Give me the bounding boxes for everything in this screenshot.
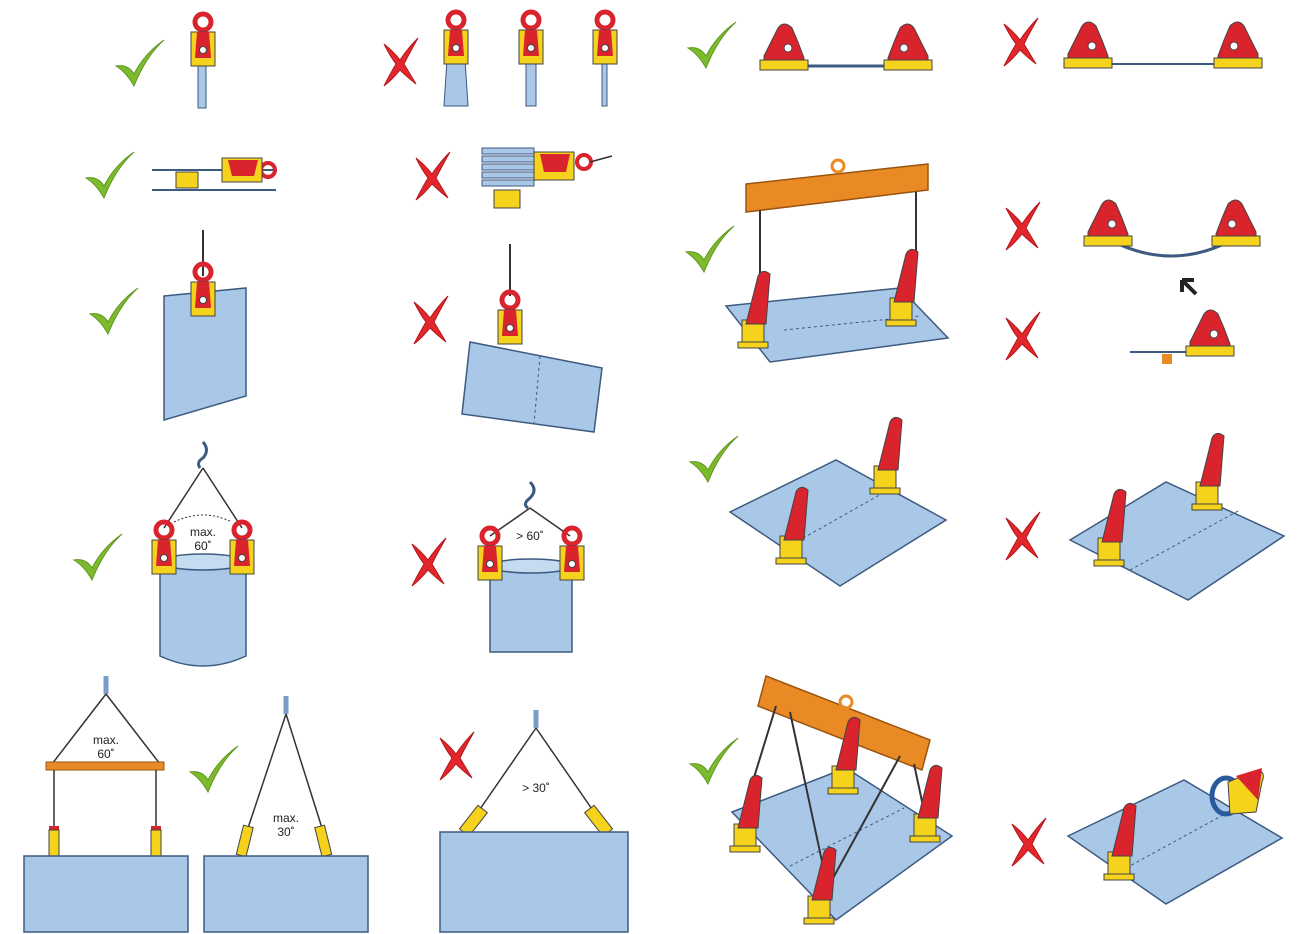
row3-vertical-plate-ok (90, 230, 246, 420)
cross-mark-icon (416, 152, 450, 200)
side-pull-bad (1006, 280, 1234, 364)
two-leg-sling-bad: > 30˚ (440, 710, 628, 932)
angle-label-value: 30˚ (277, 825, 294, 839)
check-mark-icon (190, 746, 238, 792)
check-mark-icon (688, 22, 736, 68)
angle-label-max: max. (93, 733, 119, 747)
angle-label-max: max. (190, 525, 216, 539)
row2-side-clamp-bad (416, 148, 612, 208)
cross-mark-icon (1004, 18, 1038, 66)
cross-mark-icon (414, 296, 448, 344)
beam-lift-four-clamps-ok (690, 676, 952, 924)
angle-label-exceeded: > 30˚ (522, 781, 550, 795)
check-mark-icon (690, 436, 738, 482)
spreader-beam-ok: max. 60˚ (24, 676, 188, 932)
check-mark-icon (686, 226, 734, 272)
row2-side-clamp-ok (86, 152, 276, 198)
flat-plate-two-clamps-bad (1006, 433, 1284, 600)
check-mark-icon (86, 152, 134, 198)
drum-lift-ok: max. 60˚ (74, 442, 254, 666)
row1-horizontal-pair-ok (688, 22, 932, 70)
check-mark-icon (74, 534, 122, 580)
check-mark-icon (90, 288, 138, 334)
cross-mark-icon (412, 538, 446, 586)
two-leg-sling-ok: max. 30˚ (190, 696, 368, 932)
row3-tilted-plate-bad (414, 244, 602, 432)
angle-label-value: 60˚ (97, 747, 114, 761)
beam-lift-pair-ok (686, 160, 948, 362)
cross-mark-icon (1006, 202, 1040, 250)
row1-horizontal-pair-bad (1004, 18, 1262, 68)
cross-mark-icon (1006, 312, 1040, 360)
twisted-clamp-bad (1012, 768, 1282, 904)
cross-mark-icon (384, 38, 418, 86)
angle-label-exceeded: > 60˚ (516, 529, 544, 543)
vertical-clamp-icon (191, 14, 215, 66)
check-mark-icon (690, 738, 738, 784)
angle-label-value: 60˚ (194, 539, 211, 553)
cross-mark-icon (440, 732, 474, 780)
row1-vertical-bad (384, 12, 617, 106)
cross-mark-icon (1006, 512, 1040, 560)
flat-plate-two-clamps-ok (690, 417, 946, 586)
cross-mark-icon (1012, 818, 1046, 866)
angle-label-max: max. (273, 811, 299, 825)
bent-plate-bad (1006, 200, 1260, 256)
row1-vertical-ok (116, 14, 215, 108)
check-mark-icon (116, 40, 164, 86)
drum-lift-bad: > 60˚ (412, 482, 584, 652)
